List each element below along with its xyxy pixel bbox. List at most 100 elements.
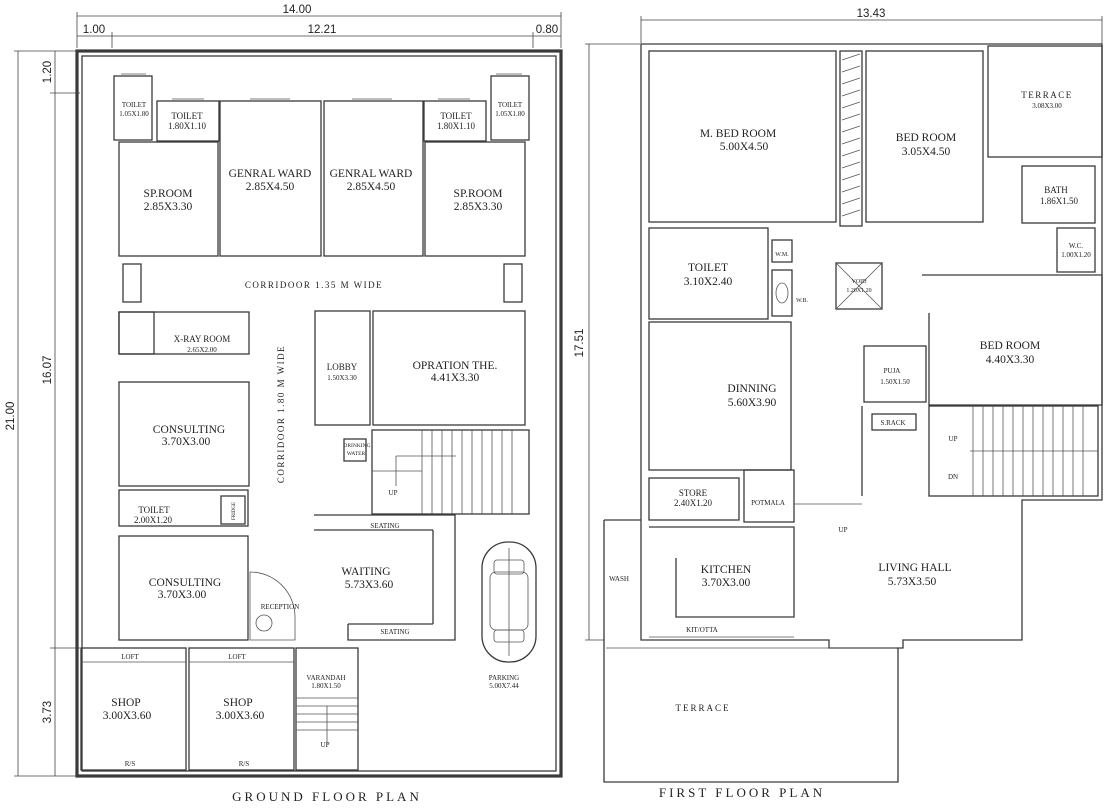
gf-bottom-dim: 3.73 (42, 701, 54, 723)
ff-puja-size: 1.50X1.50 (880, 378, 910, 386)
gf-loft-2: LOFT (228, 653, 246, 661)
gf-toilet-r-small-name: TOILET (498, 101, 523, 109)
ff-wb-label: W.B. (796, 298, 809, 304)
gf-water-label: WATER (347, 451, 366, 457)
gf-varandah-up: UP (321, 741, 330, 749)
ff-kitotta-label: KIT/OTTA (686, 626, 718, 634)
gf-walls (75, 49, 563, 778)
gf-parking-name: PARKING (489, 674, 519, 682)
gf-width-dim: 14.00 (283, 4, 312, 16)
gf-dimension-lines (14, 12, 562, 777)
ff-width-dim: 13.43 (857, 8, 886, 20)
gf-consulting1-name: CONSULTING (153, 424, 225, 436)
gf-shop1-name: SHOP (111, 697, 140, 709)
gf-height-dim: 21.00 (5, 402, 17, 431)
gf-toilet-l-size: 1.80X1.10 (168, 121, 206, 131)
ff-void-size: 1.20X1.20 (846, 288, 871, 294)
ff-store-name: STORE (679, 488, 708, 498)
gf-varandah-name: VARANDAH (306, 674, 345, 682)
ff-void-name: VOID (852, 279, 868, 285)
ff-dinning-size: 5.60X3.90 (728, 397, 777, 409)
gf-ward1-size: 2.85X4.50 (246, 181, 295, 193)
ff-terrace-top-name: TERRACE (1021, 90, 1073, 100)
gf-ward2-name: GENRAL WARD (330, 168, 413, 180)
gf-stairs-up: UP (389, 489, 398, 497)
gf-sproom-l-name: SP.ROOM (144, 188, 193, 200)
ff-bed1-name: BED ROOM (896, 132, 956, 144)
ff-wc-size: 1.00X1.20 (1061, 251, 1091, 259)
ff-bed2-size: 4.40X3.30 (986, 354, 1035, 366)
gf-waiting-name: WAITING (341, 566, 390, 578)
ff-stairs-up: UP (949, 435, 958, 443)
ff-toilet-size: 3.10X2.40 (684, 276, 733, 288)
gf-toilet-l-small-size: 1.05X1.80 (119, 110, 149, 118)
ff-wc-name: W.C. (1069, 242, 1083, 250)
gf-reception-label: RECEPTION (261, 603, 300, 611)
ff-wm-label: W.M. (775, 252, 789, 258)
ff-living-name: LIVING HALL (878, 562, 951, 574)
gf-consulting1-size: 3.70X3.00 (162, 436, 211, 448)
gf-sproom-l-size: 2.85X3.30 (144, 201, 193, 213)
gf-toilet-l-name: TOILET (171, 111, 203, 121)
gf-parking-size: 5.00X7.44 (489, 682, 519, 690)
gf-toilet-l-small-name: TOILET (122, 101, 147, 109)
gf-corridor-vertical: CORRIDOOR 1.80 M WIDE (276, 345, 286, 483)
gf-waiting-size: 5.73X3.60 (345, 579, 394, 591)
ff-srack-label: S.RACK (880, 419, 905, 427)
gf-operation-name: OPRATION THE. (413, 360, 498, 372)
ff-puja-name: PUJA (884, 367, 901, 375)
ff-store-size: 2.40X1.20 (674, 498, 712, 508)
ff-bed1-size: 3.05X4.50 (902, 146, 951, 158)
gf-fridge-label: FRIDGE (232, 502, 237, 520)
ff-kitchen-size: 3.70X3.00 (702, 577, 751, 589)
gf-rs-2: R/S (239, 760, 250, 768)
ff-toilet-name: TOILET (688, 262, 728, 274)
ff-bath-size: 1.86X1.50 (1040, 196, 1078, 206)
gf-title: GROUND FLOOR PLAN (232, 789, 422, 804)
gf-seating-2: SEATING (380, 628, 409, 636)
gf-top-dim: 1.20 (42, 61, 54, 83)
gf-varandah-size: 1.80X1.50 (311, 682, 341, 690)
ff-height-dim: 17.51 (574, 329, 586, 358)
ff-up-arrow-label: UP (839, 526, 848, 534)
gf-middle-dim: 16.07 (42, 356, 54, 385)
gf-mid-dim: 12.21 (308, 24, 337, 36)
ff-wash-label: WASH (609, 575, 629, 583)
gf-ward2-size: 2.85X4.50 (347, 181, 396, 193)
ff-terrace-top-size: 3.08X3.00 (1032, 102, 1062, 110)
gf-loft-1: LOFT (121, 653, 139, 661)
ff-dimension-lines (585, 16, 1103, 641)
ff-potmala-label: POTMALA (751, 499, 785, 507)
ff-terrace-bottom: TERRACE (675, 703, 730, 713)
gf-xray-size: 2.65X2.00 (187, 346, 217, 354)
ff-walls (603, 43, 1103, 783)
gf-drinking-label: DRINKING (343, 443, 370, 449)
ff-mbed-size: 5.00X4.50 (720, 141, 769, 153)
gf-operation-size: 4.41X3.30 (431, 372, 480, 384)
ff-living-size: 5.73X3.50 (888, 576, 937, 588)
gf-sproom-r-name: SP.ROOM (454, 188, 503, 200)
gf-ward1-name: GENRAL WARD (229, 168, 312, 180)
ff-kitchen-name: KITCHEN (701, 564, 752, 576)
gf-seating-1: SEATING (370, 522, 399, 530)
gf-shop2-name: SHOP (223, 697, 252, 709)
gf-left-dim: 1.00 (83, 24, 105, 36)
gf-right-dim: 0.80 (536, 24, 558, 36)
gf-sproom-r-size: 2.85X3.30 (454, 201, 503, 213)
gf-toilet-r-name: TOILET (440, 111, 472, 121)
gf-consulting2-name: CONSULTING (149, 577, 221, 589)
ff-bath-name: BATH (1044, 185, 1068, 195)
ff-title: FIRST FLOOR PLAN (659, 785, 825, 800)
gf-toilet-r-size: 1.80X1.10 (437, 121, 475, 131)
gf-shop2-size: 3.00X3.60 (216, 710, 265, 722)
ff-dinning-name: DINNING (727, 383, 776, 395)
ff-stairs-dn: DN (948, 473, 958, 481)
gf-corridor-horizontal: CORRIDOOR 1.35 M WIDE (245, 280, 383, 290)
gf-toilet-r-small-size: 1.05X1.80 (495, 110, 525, 118)
gf-consulting2-size: 3.70X3.00 (158, 589, 207, 601)
gf-toilet-mid-size: 2.00X1.20 (134, 515, 172, 525)
gf-toilet-mid-name: TOILET (138, 505, 170, 515)
gf-xray-name: X-RAY ROOM (174, 334, 231, 344)
ff-bed2-name: BED ROOM (980, 340, 1040, 352)
